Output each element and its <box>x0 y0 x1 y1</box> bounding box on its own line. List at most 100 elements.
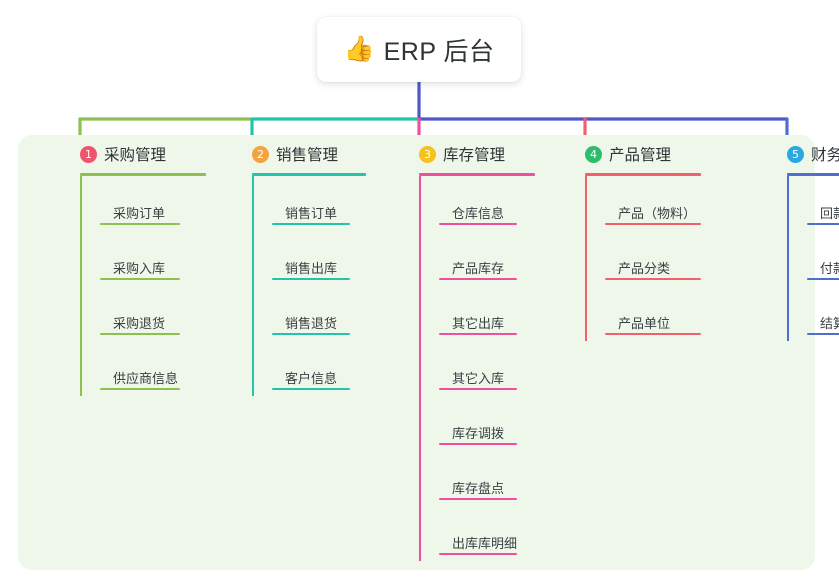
branch-item-underline <box>439 388 517 390</box>
branch-number-badge: 3 <box>419 145 436 163</box>
branch-item[interactable]: 付款单 <box>787 231 839 286</box>
branch-underline <box>252 173 366 176</box>
branch-item-list: 产品（物料） 产品分类产品单位 <box>565 176 701 341</box>
branch-underline <box>419 173 535 176</box>
branch-item-underline <box>439 553 517 555</box>
branch-item-underline <box>272 278 350 280</box>
branch-columns: 1 采购管理采购订单采购入库采购退货供应商信息 2 销售管理销售订单销售出库销售退货客… <box>18 135 839 570</box>
branch-item-underline <box>605 223 701 225</box>
branch-item[interactable]: 采购入库 <box>80 231 206 286</box>
branch-item-underline <box>439 223 517 225</box>
branch-spine <box>252 176 254 396</box>
root-node-title: ERP 后台 <box>383 37 495 66</box>
branch-item-underline <box>439 278 517 280</box>
thumbs-up-icon: 👍 <box>343 35 375 63</box>
branch-header-1[interactable]: 1 采购管理 <box>60 135 206 173</box>
branch-column-5: 5 财务管理回款单付款单结算账户 <box>767 135 839 341</box>
branch-header-3[interactable]: 3 库存管理 <box>399 135 535 173</box>
branch-item-underline <box>272 388 350 390</box>
branch-number-badge: 4 <box>585 145 602 163</box>
branch-item-label: 其它入库 <box>452 371 505 386</box>
branch-item-underline <box>439 498 517 500</box>
branch-item-label: 库存盘点 <box>452 481 505 496</box>
branch-item[interactable]: 产品库存 <box>419 231 535 286</box>
branch-underline <box>80 173 206 176</box>
branch-spine <box>787 176 789 341</box>
branch-item-label: 出库库明细 <box>452 536 518 551</box>
branch-item-underline <box>439 333 517 335</box>
branch-item-underline <box>605 278 701 280</box>
branch-number-badge: 2 <box>252 145 269 163</box>
branch-item-label: 仓库信息 <box>452 206 505 221</box>
branch-item[interactable]: 供应商信息 <box>80 341 206 396</box>
branch-header-5[interactable]: 5 财务管理 <box>767 135 839 173</box>
branch-item[interactable]: 客户信息 <box>252 341 366 396</box>
branch-item-label: 客户信息 <box>285 371 338 386</box>
branch-column-2: 2 销售管理销售订单销售出库销售退货客户信息 <box>232 135 366 396</box>
branch-item[interactable]: 产品单位 <box>585 286 701 341</box>
branch-item[interactable]: 采购订单 <box>80 176 206 231</box>
root-node-card[interactable]: 👍 ERP 后台 <box>317 17 521 82</box>
branch-item[interactable]: 回款单 <box>787 176 839 231</box>
branch-item[interactable]: 仓库信息 <box>419 176 535 231</box>
branch-item-label: 产品（物料） <box>618 206 697 221</box>
branch-item[interactable]: 产品（物料） <box>585 176 701 231</box>
branch-item-underline <box>807 223 839 225</box>
branch-item[interactable]: 销售订单 <box>252 176 366 231</box>
branch-item[interactable]: 其它出库 <box>419 286 535 341</box>
branch-item-underline <box>100 223 180 225</box>
branch-spine <box>80 176 82 396</box>
branch-item-label: 采购退货 <box>113 316 166 331</box>
branch-number-badge: 5 <box>787 145 804 163</box>
branch-item-list: 采购订单采购入库采购退货供应商信息 <box>60 176 206 396</box>
branch-title: 采购管理 <box>104 147 167 164</box>
branch-item-underline <box>100 333 180 335</box>
branch-title: 库存管理 <box>443 147 506 164</box>
branch-item[interactable]: 结算账户 <box>787 286 839 341</box>
branch-panel <box>18 135 815 570</box>
branch-item-label: 付款单 <box>820 261 839 276</box>
branch-item-underline <box>272 333 350 335</box>
branch-item-list: 销售订单销售出库销售退货客户信息 <box>232 176 366 396</box>
branch-item[interactable]: 库存调拨 <box>419 396 535 451</box>
branch-underline <box>585 173 701 176</box>
branch-item-list: 仓库信息产品库存其它出库其它入库库存调拨库存盘点出库库明细 <box>399 176 535 561</box>
branch-title: 财务管理 <box>811 147 839 164</box>
branch-item-label: 产品单位 <box>618 316 671 331</box>
branch-item-label: 销售出库 <box>285 261 338 276</box>
branch-item-label: 产品分类 <box>618 261 671 276</box>
branch-item-label: 采购入库 <box>113 261 166 276</box>
branch-item-label: 回款单 <box>820 206 839 221</box>
branch-item[interactable]: 销售出库 <box>252 231 366 286</box>
branch-item-label: 销售订单 <box>285 206 338 221</box>
branch-item-underline <box>100 278 180 280</box>
branch-item-list: 回款单付款单结算账户 <box>767 176 839 341</box>
branch-header-2[interactable]: 2 销售管理 <box>232 135 366 173</box>
branch-item-label: 库存调拨 <box>452 426 505 441</box>
branch-item[interactable]: 出库库明细 <box>419 506 535 561</box>
branch-column-1: 1 采购管理采购订单采购入库采购退货供应商信息 <box>60 135 206 396</box>
branch-item-label: 供应商信息 <box>113 371 179 386</box>
branch-spine <box>585 176 587 341</box>
branch-item-label: 采购订单 <box>113 206 166 221</box>
branch-item[interactable]: 产品分类 <box>585 231 701 286</box>
branch-title: 销售管理 <box>276 147 339 164</box>
branch-column-3: 3 库存管理仓库信息产品库存其它出库其它入库库存调拨库存盘点出库库明细 <box>399 135 535 561</box>
branch-item[interactable]: 采购退货 <box>80 286 206 341</box>
branch-item-underline <box>439 443 517 445</box>
branch-item-underline <box>807 278 839 280</box>
branch-item-underline <box>605 333 701 335</box>
branch-item-underline <box>100 388 180 390</box>
branch-item-underline <box>272 223 350 225</box>
branch-spine <box>419 176 421 561</box>
branch-item[interactable]: 销售退货 <box>252 286 366 341</box>
branch-item-label: 销售退货 <box>285 316 338 331</box>
branch-number-badge: 1 <box>80 145 97 163</box>
branch-underline <box>787 173 839 176</box>
branch-item[interactable]: 库存盘点 <box>419 451 535 506</box>
branch-item-label: 其它出库 <box>452 316 505 331</box>
branch-item[interactable]: 其它入库 <box>419 341 535 396</box>
